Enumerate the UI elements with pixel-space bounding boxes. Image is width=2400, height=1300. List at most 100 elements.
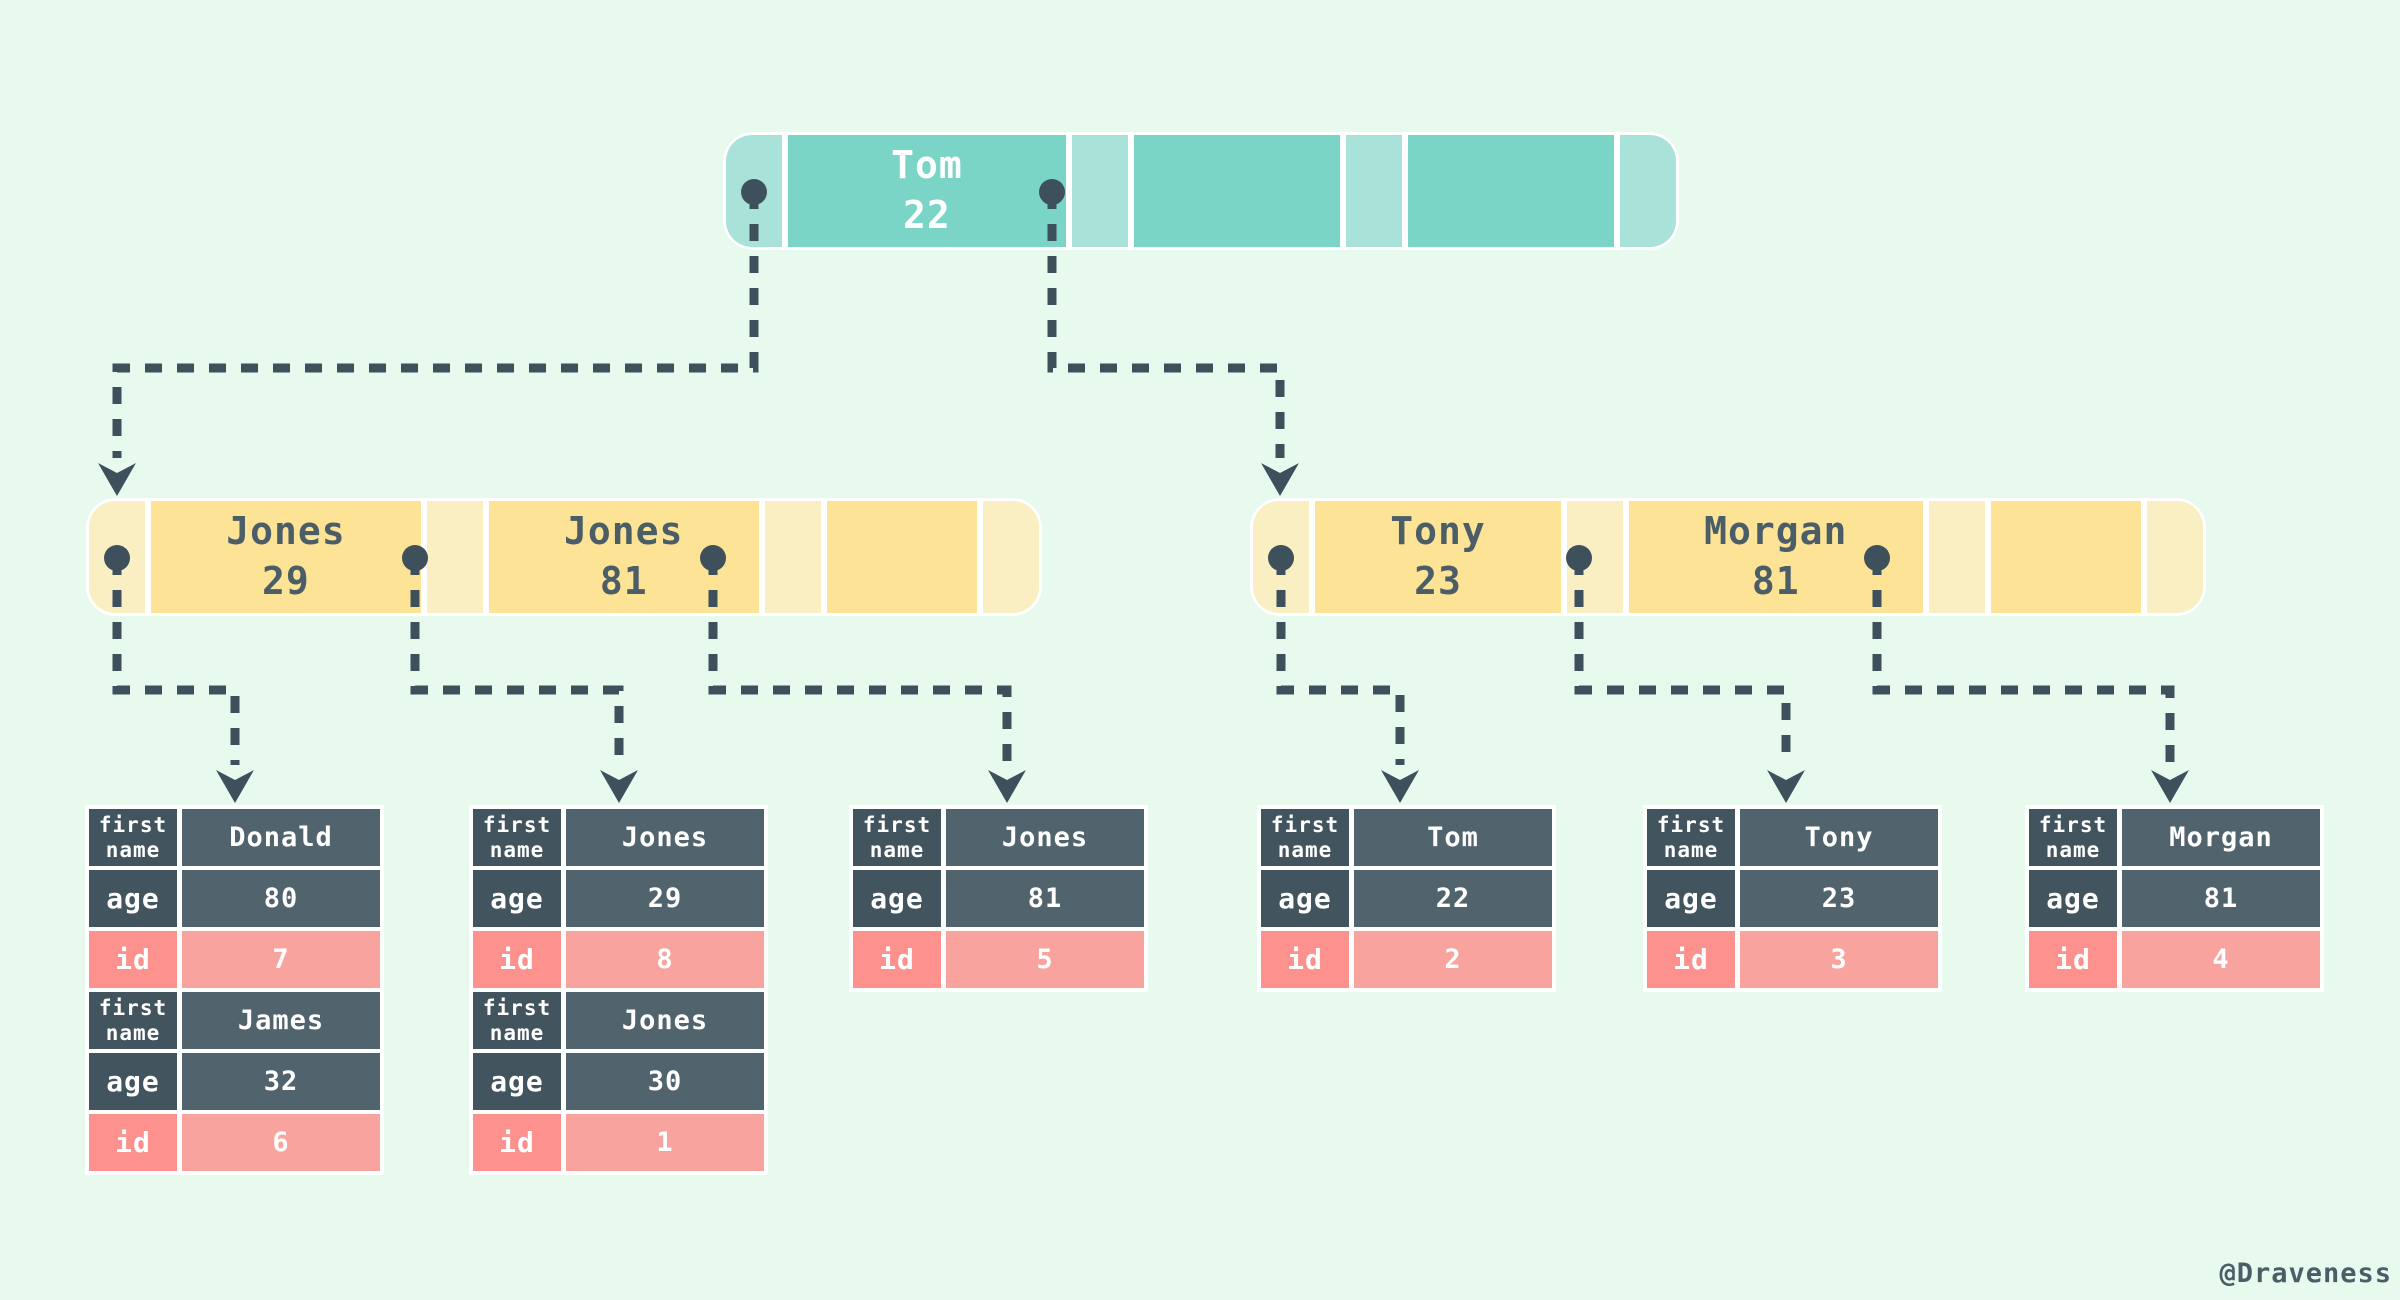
field-value-id: 7 <box>182 931 380 988</box>
field-value-id: 3 <box>1740 931 1938 988</box>
pointer-slot <box>983 501 1039 613</box>
label-line: name <box>105 1020 161 1045</box>
pointer-slot <box>1566 501 1623 613</box>
key-value: 81 <box>1751 559 1800 603</box>
label-line: first <box>1656 813 1726 838</box>
author-signature: @Draveness <box>2219 1258 2392 1289</box>
key-cell: Morgan 81 <box>1628 501 1923 613</box>
field-label-id: id <box>1647 931 1735 988</box>
key-cell: Jones 29 <box>151 501 421 613</box>
arrowhead-down-icon <box>216 770 254 803</box>
pointer-wire <box>112 192 759 458</box>
arrowhead-down-icon <box>1381 770 1419 803</box>
field-value-id: 8 <box>566 931 764 988</box>
leaf-page-6: first name Morgan age 81 id 4 <box>2025 805 2324 992</box>
field-label-age: age <box>1261 870 1349 927</box>
key-name: Morgan <box>1704 509 1848 554</box>
leaf-page-5: first name Tony age 23 id 3 <box>1643 805 1942 992</box>
key-name: Jones <box>564 509 684 554</box>
key-cell: Tony 23 <box>1315 501 1561 613</box>
field-value-age: 32 <box>182 1053 380 1110</box>
arrowhead-down-icon <box>988 770 1026 803</box>
field-label-age: age <box>473 870 561 927</box>
field-value-age: 22 <box>1354 870 1552 927</box>
internal-node-right: Tony 23 Morgan 81 <box>1250 498 2206 616</box>
root-node: Tom 22 <box>723 132 1679 250</box>
label-line: name <box>869 837 925 862</box>
label-line: name <box>489 1020 545 1045</box>
arrowhead-down-icon <box>2151 770 2189 803</box>
field-label-first-name: first name <box>473 809 561 866</box>
pointer-slot <box>1071 135 1128 247</box>
field-label-age: age <box>853 870 941 927</box>
field-value-first-name: Tom <box>1354 809 1552 866</box>
arrowhead-down-icon <box>1261 463 1299 496</box>
field-value-id: 4 <box>2122 931 2320 988</box>
key-cell-empty <box>1407 135 1615 247</box>
label-line: name <box>489 837 545 862</box>
field-label-age: age <box>473 1053 561 1110</box>
key-value: 81 <box>599 559 648 603</box>
label-line: name <box>105 837 161 862</box>
label-line: name <box>1277 837 1333 862</box>
arrowhead-down-icon <box>98 463 136 496</box>
key-value: 29 <box>262 559 310 603</box>
field-label-id: id <box>473 931 561 988</box>
field-value-age: 29 <box>566 870 764 927</box>
field-value-first-name: Morgan <box>2122 809 2320 866</box>
key-cell: Jones 81 <box>488 501 759 613</box>
field-label-age: age <box>2029 870 2117 927</box>
pointer-slot <box>89 501 145 613</box>
field-value-id: 5 <box>946 931 1144 988</box>
label-line: first <box>98 813 168 838</box>
field-value-first-name: Tony <box>1740 809 1938 866</box>
field-label-first-name: first name <box>2029 809 2117 866</box>
arrowhead-down-icon <box>600 770 638 803</box>
key-cell-empty <box>1133 135 1340 247</box>
label-line: first <box>482 813 552 838</box>
field-value-age: 80 <box>182 870 380 927</box>
internal-node-left: Jones 29 Jones 81 <box>86 498 1042 616</box>
field-label-first-name: first name <box>89 809 177 866</box>
key-cell-empty <box>826 501 977 613</box>
key-cell: Tom 22 <box>788 135 1066 247</box>
field-label-first-name: first name <box>1261 809 1349 866</box>
field-label-age: age <box>89 870 177 927</box>
field-label-age: age <box>89 1053 177 1110</box>
key-name: Tony <box>1390 509 1486 554</box>
field-value-first-name: Jones <box>566 809 764 866</box>
key-name: Tom <box>891 143 963 188</box>
field-label-id: id <box>89 1114 177 1171</box>
key-value: 23 <box>1414 559 1462 603</box>
field-label-id: id <box>473 1114 561 1171</box>
label-line: first <box>1270 813 1340 838</box>
field-value-id: 1 <box>566 1114 764 1171</box>
leaf-page-2: first name Jones age 29 id 8 first name … <box>469 805 768 1175</box>
field-value-age: 23 <box>1740 870 1938 927</box>
field-value-age: 30 <box>566 1053 764 1110</box>
field-label-first-name: first name <box>1647 809 1735 866</box>
label-line: first <box>98 996 168 1021</box>
label-line: name <box>1663 837 1719 862</box>
field-label-age: age <box>1647 870 1735 927</box>
field-value-age: 81 <box>2122 870 2320 927</box>
label-line: first <box>862 813 932 838</box>
pointer-slot <box>1253 501 1309 613</box>
field-label-id: id <box>89 931 177 988</box>
leaf-page-1: first name Donald age 80 id 7 first name… <box>85 805 384 1175</box>
label-line: first <box>2038 813 2108 838</box>
pointer-slot <box>1620 135 1677 247</box>
field-label-first-name: first name <box>853 809 941 866</box>
pointer-slot <box>1928 501 1985 613</box>
pointer-slot <box>764 501 821 613</box>
leaf-page-4: first name Tom age 22 id 2 <box>1257 805 1556 992</box>
field-value-id: 6 <box>182 1114 380 1171</box>
field-label-id: id <box>853 931 941 988</box>
field-label-first-name: first name <box>89 992 177 1049</box>
field-value-first-name: Jones <box>566 992 764 1049</box>
pointer-slot <box>1345 135 1402 247</box>
label-line: first <box>482 996 552 1021</box>
key-name: Jones <box>226 509 346 554</box>
field-value-first-name: Donald <box>182 809 380 866</box>
